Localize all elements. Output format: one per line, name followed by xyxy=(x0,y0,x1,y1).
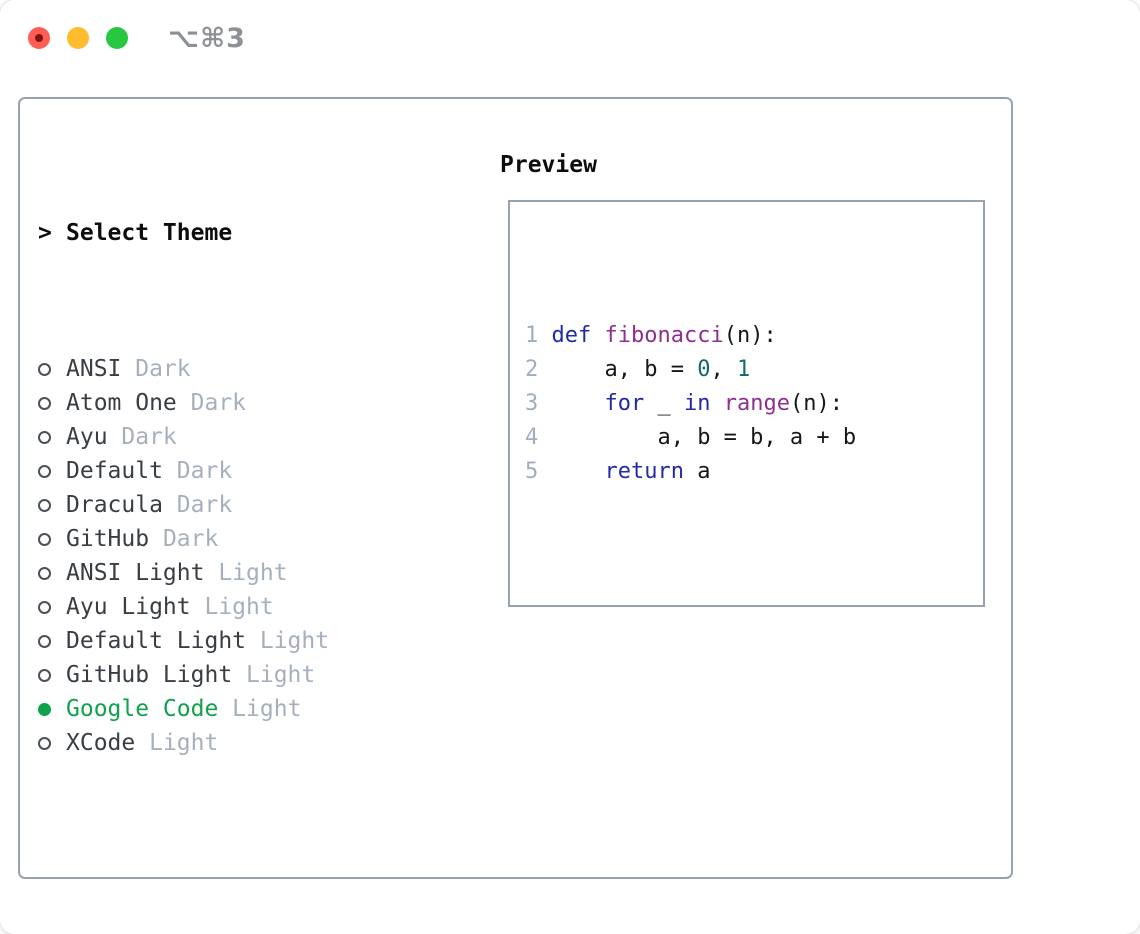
theme-variant: Light xyxy=(246,628,330,654)
code-token xyxy=(710,391,723,416)
theme-name: Default xyxy=(66,458,163,484)
theme-variant: Dark xyxy=(149,526,219,552)
line-number: 4 xyxy=(525,425,539,450)
preview-title: Preview xyxy=(500,152,597,178)
minimize-button[interactable] xyxy=(67,27,89,49)
theme-name: Google Code xyxy=(66,696,219,722)
code-token: def xyxy=(551,323,592,348)
theme-option-github[interactable]: GitHub Dark xyxy=(38,522,426,556)
code-token: fibonacci xyxy=(604,323,724,348)
theme-variant: Light xyxy=(135,730,219,756)
line-number: 5 xyxy=(525,459,539,484)
code-token: , xyxy=(710,357,737,382)
code-token: in xyxy=(683,391,711,416)
spacer xyxy=(525,557,983,591)
traffic-lights xyxy=(28,27,128,49)
theme-variant: Light xyxy=(232,662,316,688)
theme-variant: Dark xyxy=(121,356,191,382)
theme-option-atom-one[interactable]: Atom One Dark xyxy=(38,386,426,420)
titlebar: ⌥⌘3 xyxy=(0,0,1140,76)
select-theme-header-row[interactable]: > Select Theme xyxy=(38,216,426,250)
theme-option-xcode[interactable]: XCode Light xyxy=(38,726,426,760)
radio-icon xyxy=(38,736,51,750)
theme-option-ansi[interactable]: ANSI Dark xyxy=(38,352,426,386)
theme-option-ayu-light[interactable]: Ayu Light Light xyxy=(38,590,426,624)
focus-arrow-icon: > xyxy=(38,220,52,246)
line-number: 1 xyxy=(525,323,539,348)
radio-icon xyxy=(38,396,51,410)
close-dot-icon xyxy=(35,34,43,42)
theme-option-default[interactable]: Default Dark xyxy=(38,454,426,488)
window-shortcut-label: ⌥⌘3 xyxy=(168,22,246,54)
code-token: (n): xyxy=(723,323,777,348)
theme-variant: Dark xyxy=(162,458,233,484)
code-line: 3 for _ in range(n): xyxy=(525,387,983,421)
zoom-button[interactable] xyxy=(106,27,128,49)
spacer xyxy=(38,862,426,896)
radio-icon xyxy=(38,566,51,580)
theme-option-github-light[interactable]: GitHub Light Light xyxy=(38,658,426,692)
code-token: 1 xyxy=(736,357,751,382)
code-token: 0 xyxy=(697,357,711,382)
theme-name: ANSI Light xyxy=(66,560,205,586)
code-token xyxy=(552,459,605,484)
close-button[interactable] xyxy=(28,27,50,49)
code-token: a xyxy=(683,459,711,484)
code-line: 2 a, b = 0, 1 xyxy=(525,353,983,387)
theme-option-ansi-light[interactable]: ANSI Light Light xyxy=(38,556,426,590)
code-token xyxy=(591,323,604,348)
code-token: _ xyxy=(644,391,684,416)
line-number: 2 xyxy=(525,357,539,382)
theme-variant: Light xyxy=(190,594,274,620)
theme-variant: Light xyxy=(218,696,302,722)
code-token: return xyxy=(604,459,684,484)
theme-variant: Dark xyxy=(162,492,233,518)
radio-selected-icon xyxy=(38,702,51,716)
radio-icon xyxy=(38,498,51,512)
theme-name: ANSI xyxy=(66,356,122,382)
theme-name: GitHub Light xyxy=(66,662,233,688)
radio-icon xyxy=(38,668,51,682)
theme-name: XCode xyxy=(66,730,136,756)
code-token: for xyxy=(604,391,645,416)
code-token: (n): xyxy=(789,391,843,416)
code-token: a, b = xyxy=(551,357,698,382)
theme-option-default-light[interactable]: Default Light Light xyxy=(38,624,426,658)
radio-icon xyxy=(38,532,51,546)
theme-name: GitHub xyxy=(66,526,150,552)
radio-icon xyxy=(38,430,51,444)
code-token xyxy=(552,391,605,416)
code-line: 1 def fibonacci(n): xyxy=(525,319,983,353)
theme-name: Ayu Light xyxy=(66,594,191,620)
radio-icon xyxy=(38,600,51,614)
theme-option-google-code[interactable]: Google Code Light xyxy=(38,692,426,726)
theme-name: Atom One xyxy=(66,390,177,416)
radio-icon xyxy=(38,464,51,478)
code-token: range xyxy=(723,391,790,416)
theme-variant: Dark xyxy=(176,390,247,416)
theme-option-dracula[interactable]: Dracula Dark xyxy=(38,488,426,522)
select-theme-title: Select Theme xyxy=(66,220,233,246)
theme-option-ayu[interactable]: Ayu Dark xyxy=(38,420,426,454)
theme-name: Dracula xyxy=(66,492,163,518)
code-token: a, b = b, a + b xyxy=(551,425,857,450)
radio-icon xyxy=(38,634,51,648)
radio-icon xyxy=(38,362,51,376)
code-line: 4 a, b = b, a + b xyxy=(525,421,983,455)
theme-variant: Light xyxy=(204,560,288,586)
theme-variant: Dark xyxy=(107,424,177,450)
theme-name: Default Light xyxy=(66,628,247,654)
code-line: 5 return a xyxy=(525,455,983,489)
line-number: 3 xyxy=(525,391,539,416)
theme-name: Ayu xyxy=(66,424,108,450)
